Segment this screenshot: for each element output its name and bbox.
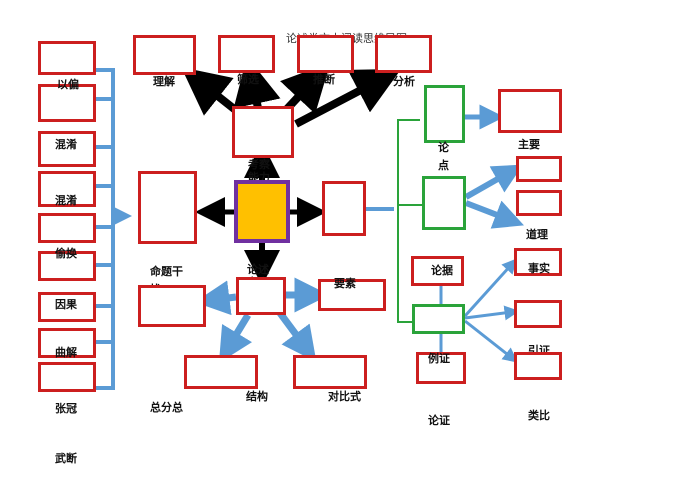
node-view xyxy=(516,156,562,182)
label-jiegou: 结构 xyxy=(246,390,268,403)
arrow-ability-fenxi xyxy=(294,68,402,128)
label-fenxi: 分析 xyxy=(393,75,415,88)
arrow-lunzheng-to-fact xyxy=(463,258,518,318)
arrow-lunzheng-to-quote xyxy=(464,305,520,321)
label-lunzheng: 论证 xyxy=(428,414,450,427)
label-qujie: 曲解 xyxy=(55,346,77,359)
label-hunxiao-2: 混淆 xyxy=(55,194,77,207)
node-duibishi xyxy=(293,355,367,389)
label-lundian: 论点 xyxy=(438,141,449,172)
node-shaixuan xyxy=(218,35,275,73)
node-distractor-3 xyxy=(38,131,96,167)
label-yipian: 以偏 xyxy=(57,78,79,91)
label-touhuan: 偷换 xyxy=(55,247,77,260)
label-shaixuan: 筛选 xyxy=(237,73,259,86)
node-distractor xyxy=(138,171,197,244)
arrow-ability-shaixuan xyxy=(233,56,281,109)
node-distractor-7 xyxy=(38,292,96,322)
label-fact: 事实 xyxy=(528,262,550,275)
node-quote xyxy=(514,300,562,328)
node-lizheng xyxy=(412,304,465,334)
label-hunxiao-1: 混淆 xyxy=(55,138,77,151)
node-lizheng-lower xyxy=(416,352,466,384)
node-distractor-9 xyxy=(38,362,96,392)
node-fenxi xyxy=(375,35,432,73)
distractor-bracket xyxy=(96,68,115,390)
label-lijie: 理解 xyxy=(153,75,175,88)
node-mainview xyxy=(498,89,562,133)
label-lunju: 论据 xyxy=(431,264,453,277)
node-center-lower xyxy=(236,277,286,315)
label-duibishi: 对比式 xyxy=(328,390,361,403)
node-elements-center xyxy=(322,181,366,236)
node-ability xyxy=(232,106,294,158)
node-fact xyxy=(514,248,562,276)
label-analogy: 类比 xyxy=(528,409,550,422)
node-zongfenzong xyxy=(138,285,206,327)
arrow-to-duibishi xyxy=(277,310,317,363)
node-distractor-8 xyxy=(38,328,96,358)
node-lunju-upper xyxy=(422,176,466,230)
arrow-lunzheng-to-analogy xyxy=(464,319,518,363)
arrow-to-zongfenzong xyxy=(194,280,237,316)
node-jiegou xyxy=(184,355,258,389)
node-distractor-1 xyxy=(38,41,96,75)
node-distractor-6 xyxy=(38,251,96,281)
node-center xyxy=(234,180,290,243)
node-reason xyxy=(516,190,562,216)
label-zhangguan: 张冠 xyxy=(55,402,77,415)
label-reason: 道理 xyxy=(526,228,548,241)
label-elements: 要素 xyxy=(334,277,356,290)
arrow-ability-tuiduan xyxy=(280,62,331,114)
label-zongfenzong: 总分总 xyxy=(150,401,183,414)
node-tuiduan xyxy=(297,35,354,73)
node-distractor-5 xyxy=(38,213,96,243)
arrow-lunju-to-reason xyxy=(464,200,524,229)
node-lunju xyxy=(411,256,464,286)
label-example: 例证 xyxy=(428,352,450,365)
node-lundian xyxy=(424,85,465,143)
node-lijie xyxy=(133,35,196,75)
node-distractor-4 xyxy=(38,171,96,207)
node-analogy xyxy=(514,352,562,380)
label-wuduan: 武断 xyxy=(55,452,77,465)
node-elements xyxy=(318,279,386,311)
arrow-ability-lijie xyxy=(181,67,241,116)
argument-trunk xyxy=(397,119,422,323)
label-tuiduan: 推断 xyxy=(313,73,335,86)
label-yinguo: 因果 xyxy=(55,298,77,311)
node-distractor-2 xyxy=(38,84,96,122)
arrow-to-jiegou xyxy=(218,313,253,363)
arrow-lunju-to-view xyxy=(464,164,524,200)
